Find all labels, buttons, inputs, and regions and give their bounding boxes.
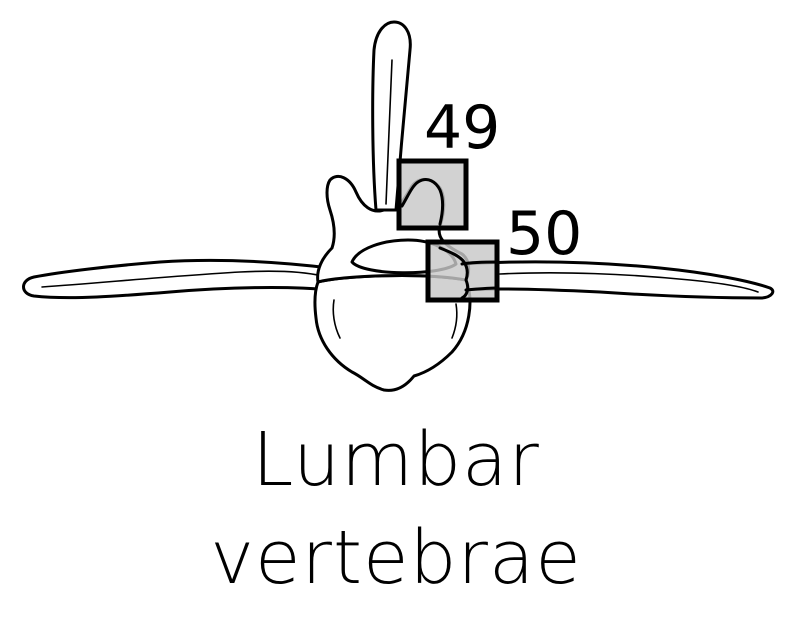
caption-line-2: vertebrae	[210, 515, 582, 601]
right-transverse-process	[458, 260, 775, 300]
left-transverse-inner-line	[41, 270, 323, 288]
arch-outline-through-box-49	[400, 178, 445, 226]
process-outline-through-box-50	[460, 260, 499, 292]
arch-outline-through-box-50	[438, 246, 470, 300]
region-50-label: 50	[506, 199, 582, 269]
right-transverse-inner-line	[499, 272, 759, 293]
spinous-process	[371, 20, 412, 212]
caption-line-1: Lumbar	[252, 417, 540, 503]
left-transverse-process	[22, 258, 332, 300]
spinous-inner-line	[385, 59, 393, 205]
region-49-label: 49	[424, 93, 500, 163]
body-inner-line-left	[332, 299, 341, 339]
body-inner-line-right	[451, 303, 458, 339]
region-50-box	[425, 239, 500, 303]
